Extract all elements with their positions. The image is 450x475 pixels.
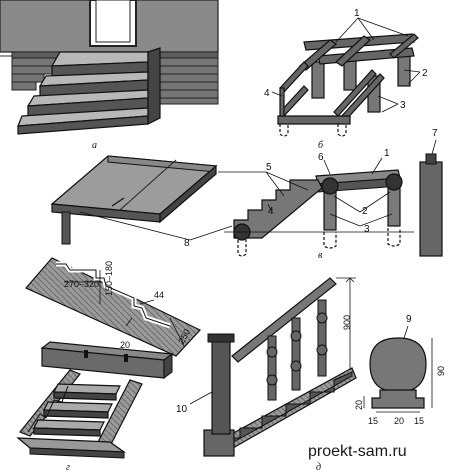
callout-b-4: 4: [264, 88, 270, 99]
dim-profile-90: 90: [436, 366, 446, 376]
callout-v-4: 4: [268, 206, 274, 217]
dim-profile-20-bottom: 20: [394, 416, 404, 426]
figure-d-railing: 900 90 20 15 20 15 9 10 д: [176, 277, 446, 473]
figure-a-porch: а: [0, 0, 219, 151]
dim-44: 44: [154, 290, 164, 300]
dim-20: 20: [120, 340, 130, 350]
figure-g-stairs: г: [16, 341, 174, 473]
callout-b-1: 1: [354, 8, 360, 19]
figure-v-caption: в: [318, 250, 323, 261]
dim-riser-height: 150–180: [104, 261, 114, 296]
callout-v-8: 8: [184, 238, 190, 249]
dim-profile-15-left: 15: [368, 416, 378, 426]
callout-v-6: 6: [318, 152, 324, 163]
dim-profile-20-left: 20: [354, 400, 364, 410]
figure-b-caption: б: [318, 140, 324, 151]
figure-v-tread-slab: [50, 155, 218, 245]
dim-tread-depth: 270–320: [64, 279, 99, 289]
watermark-text: proekt-sam.ru: [308, 443, 407, 460]
callout-d-10: 10: [176, 404, 188, 415]
figure-g-caption: г: [66, 462, 70, 473]
callout-v-3: 3: [364, 224, 370, 235]
callout-b-3: 3: [400, 100, 406, 111]
stringer-detail: 270–320 150–180 44 20 250: [25, 257, 201, 357]
callout-v-7: 7: [432, 128, 438, 139]
callout-v-2: 2: [362, 206, 368, 217]
callout-v-5: 5: [266, 162, 272, 173]
figure-d-caption: д: [316, 462, 321, 473]
figure-b-frame: 1 2 3 4 б: [264, 8, 428, 151]
figure-a-caption: а: [92, 140, 97, 151]
callout-b-2: 2: [422, 68, 428, 79]
dim-railing-height: 900: [342, 315, 352, 330]
callout-v-1: 1: [384, 148, 390, 159]
callout-d-9: 9: [406, 314, 412, 325]
figure-v-stringer: 1 2 3 4 5 6 7 8 в: [79, 128, 443, 261]
dim-profile-15-right: 15: [414, 416, 424, 426]
